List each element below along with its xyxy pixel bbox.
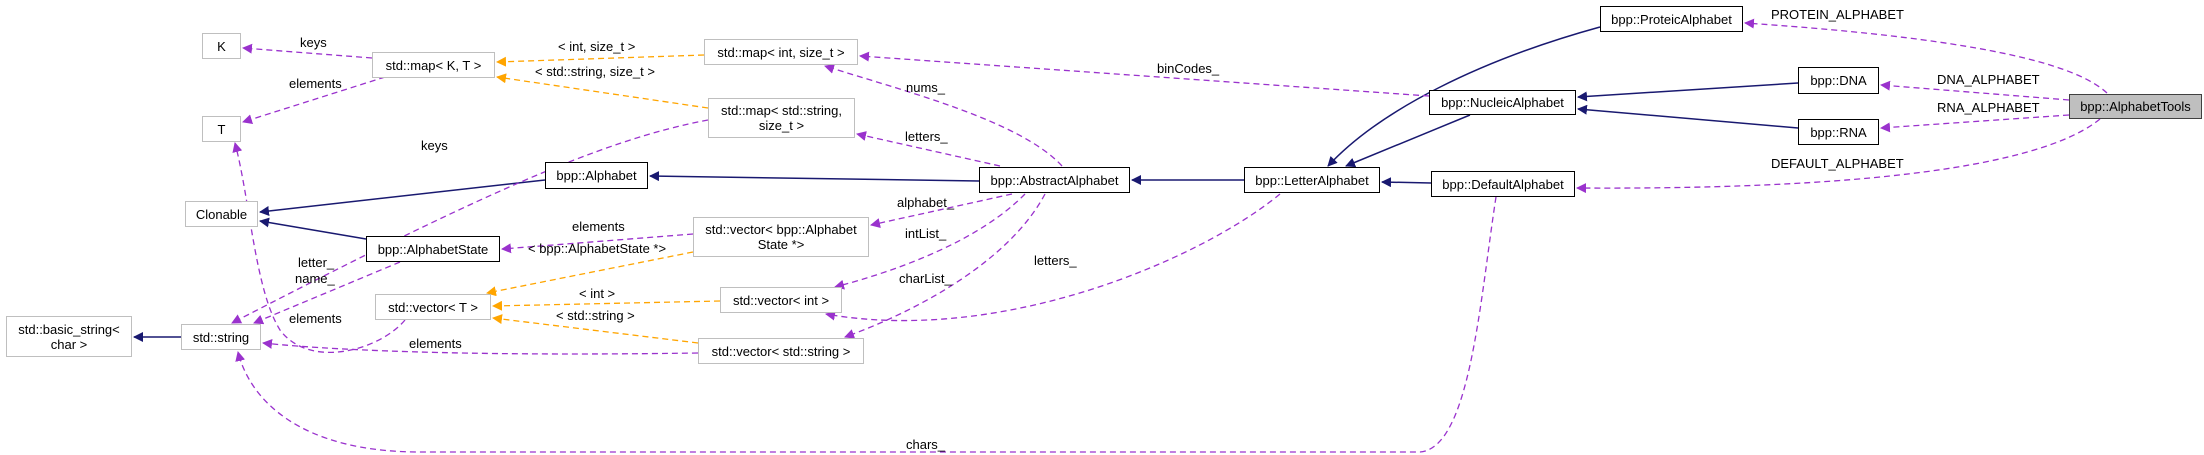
node-vector-int[interactable]: std::vector< int > — [720, 287, 842, 313]
edge-protein-alphabet — [1744, 18, 2108, 94]
edge-label: < std::string, size_t > — [535, 64, 655, 79]
node-bpp-alphabet-tools[interactable]: bpp::AlphabetTools — [2069, 94, 2202, 119]
edge-charlist — [844, 193, 1046, 339]
edge-rna-nucleic — [1577, 104, 1799, 129]
edge-dna-alphabet — [1880, 80, 2070, 101]
node-bpp-default-alphabet[interactable]: bpp::DefaultAlphabet — [1431, 171, 1575, 197]
edge-label: name_ — [295, 271, 336, 286]
edge-label: intList_ — [905, 226, 947, 241]
edge-label: letters_ — [1034, 253, 1077, 268]
edge-label: alphabet_ — [897, 195, 955, 210]
node-std-string[interactable]: std::string — [181, 324, 261, 350]
edge-tpl-vec-str — [492, 314, 699, 344]
edge-label: < std::string > — [556, 308, 635, 323]
edge-label: letters_ — [905, 129, 948, 144]
edge-state-clonable — [259, 217, 367, 240]
node-bpp-letter-alphabet[interactable]: bpp::LetterAlphabet — [1244, 167, 1380, 193]
node-bpp-proteic-alphabet[interactable]: bpp::ProteicAlphabet — [1600, 6, 1743, 32]
edge-nucleic-letter — [1345, 114, 1471, 168]
edge-alphabet-clonable — [259, 179, 546, 216]
edge-dna-nucleic — [1577, 82, 1799, 102]
edge-label: DEFAULT_ALPHABET — [1771, 156, 1904, 171]
node-k[interactable]: K — [202, 33, 241, 59]
edge-keys-k — [242, 43, 373, 59]
edge-label: elements — [289, 76, 342, 91]
edge-label: < bpp::AlphabetState *> — [528, 241, 666, 256]
edge-label: elements — [289, 311, 342, 326]
edge-label: letter_ — [298, 255, 335, 270]
edge-label: keys — [300, 35, 327, 50]
edge-chars — [235, 196, 1497, 453]
edge-default-alphabet — [1576, 118, 2101, 194]
node-vector-t[interactable]: std::vector< T > — [375, 294, 491, 320]
edge-label: nums_ — [906, 80, 946, 95]
node-vector-string[interactable]: std::vector< std::string > — [698, 338, 864, 364]
edge-keys-string — [231, 119, 709, 324]
edge-label: binCodes_ — [1157, 61, 1220, 76]
edge-intlist — [834, 193, 1026, 290]
node-map-k-t[interactable]: std::map< K, T > — [372, 52, 495, 78]
node-bpp-abstract-alphabet[interactable]: bpp::AbstractAlphabet — [979, 167, 1130, 193]
edge-nums — [824, 63, 1063, 167]
edge-label: chars_ — [906, 437, 946, 452]
node-clonable[interactable]: Clonable — [185, 201, 258, 227]
edge-label: RNA_ALPHABET — [1937, 100, 2040, 115]
edge-tpl-map-int — [496, 54, 705, 67]
edge-default-letter — [1381, 177, 1432, 188]
node-bpp-alphabet[interactable]: bpp::Alphabet — [545, 162, 648, 189]
node-vector-alphabet-state[interactable]: std::vector< bpp::Alphabet State *> — [693, 217, 869, 257]
edge-label: < int > — [579, 286, 615, 301]
edge-alphabet-vec — [870, 193, 1013, 228]
edge-rna-alphabet — [1880, 114, 2070, 133]
edge-label: < int, size_t > — [558, 39, 635, 54]
edge-elements-vec-t — [232, 142, 406, 354]
node-map-int-size[interactable]: std::map< int, size_t > — [704, 39, 858, 65]
edge-tpl-vec-state — [486, 251, 694, 297]
node-bpp-rna[interactable]: bpp::RNA — [1798, 119, 1879, 145]
node-bpp-alphabet-state[interactable]: bpp::AlphabetState — [366, 236, 500, 262]
edge-label: DNA_ALPHABET — [1937, 72, 2040, 87]
edge-letters-vec — [825, 193, 1281, 322]
edge-elements-t — [242, 76, 386, 125]
edge-label: PROTEIN_ALPHABET — [1771, 7, 1904, 22]
edge-label: elements — [409, 336, 462, 351]
edge-elements-state — [501, 233, 694, 254]
edge-label: keys — [421, 138, 448, 153]
node-map-string-size[interactable]: std::map< std::string, size_t > — [708, 98, 855, 138]
edge-bincodes — [859, 51, 1430, 97]
edge-abstract-alphabet — [649, 171, 980, 182]
edge-tpl-map-str — [496, 73, 709, 109]
node-bpp-nucleic-alphabet[interactable]: bpp::NucleicAlphabet — [1429, 90, 1576, 115]
edge-letters-map — [856, 131, 1001, 167]
edge-label: elements — [572, 219, 625, 234]
edge-proteic-letter — [1327, 26, 1601, 167]
node-bpp-dna[interactable]: bpp::DNA — [1798, 67, 1879, 94]
edge-tpl-vec-int — [492, 300, 721, 311]
node-basic-string[interactable]: std::basic_string< char > — [6, 316, 132, 357]
node-t[interactable]: T — [202, 116, 241, 142]
edge-letter-name — [253, 261, 401, 325]
edge-label: charList_ — [899, 271, 953, 286]
